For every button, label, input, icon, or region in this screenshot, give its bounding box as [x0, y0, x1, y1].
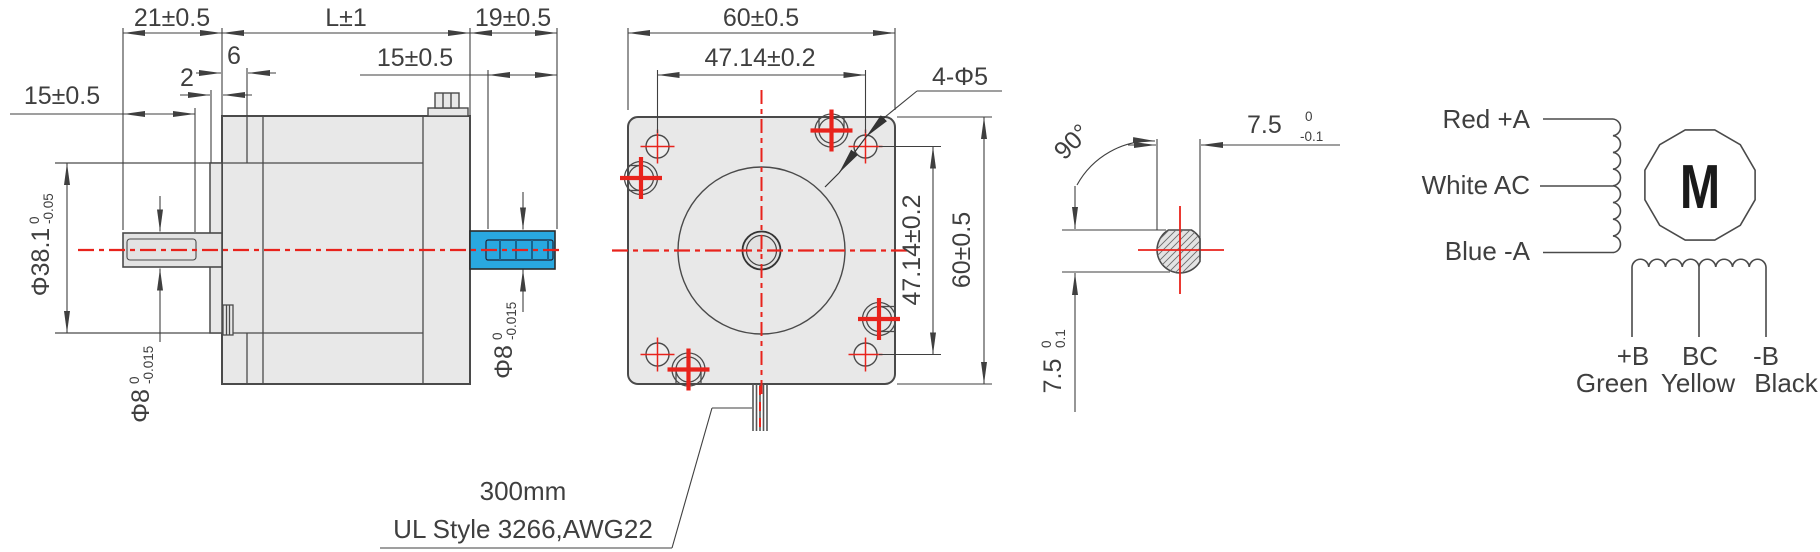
svg-text:-0.05: -0.05 [41, 193, 56, 224]
lead-blue-a: Blue -A [1445, 236, 1531, 266]
cable-spec: UL Style 3266,AWG22 [393, 514, 653, 544]
dim-hole-spacing-h: 47.14±0.2 [704, 44, 815, 72]
mounting-holes [640, 129, 883, 372]
screw-crosshairs [620, 109, 900, 391]
dim-rear-flat-length: 15±0.5 [377, 44, 453, 72]
dim-front-height: 60±0.5 [948, 212, 976, 288]
motor-body-lines [55, 116, 424, 384]
lead-red-a: Red +A [1443, 104, 1531, 134]
color-yellow: Yellow [1661, 368, 1735, 398]
svg-text:Φ8: Φ8 [127, 389, 155, 423]
svg-text:0: 0 [1039, 340, 1054, 348]
dim-flat-width: 7.5 0 -0.1 [1247, 109, 1323, 144]
shaft-cross-section [1156, 229, 1201, 274]
dim-boss-protrusion: 2 [180, 64, 194, 92]
dim-rear-shaft-length: 19±0.5 [475, 4, 551, 32]
side-view: 21±0.5 L±1 19±0.5 15±0.5 15±0.5 6 2 Φ38.… [10, 4, 560, 423]
svg-text:0: 0 [127, 376, 142, 384]
dim-front-flat-length: 15±0.5 [24, 82, 100, 110]
svg-text:0.1: 0.1 [1053, 329, 1068, 348]
terminal-plus-b: +B [1617, 341, 1650, 371]
cable-length: 300mm [480, 476, 567, 506]
dim-hole-spacing-v: 47.14±0.2 [898, 194, 926, 305]
motor-symbol-letter: M [1680, 152, 1720, 221]
wiring-diagram: Red +A White AC Blue -A M +B BC -B Green… [1422, 104, 1819, 398]
dim-rear-shaft-dia: Φ8 0 -0.015 [490, 302, 519, 379]
phase-b-winding [1631, 258, 1767, 337]
phase-a-winding [1540, 118, 1622, 254]
dim-pilot-boss-dia: Φ38.1 0 -0.05 [27, 193, 56, 296]
front-view: 60±0.5 47.14±0.2 4-Φ5 47.14±0.2 60±0.5 [612, 4, 1002, 431]
svg-text:0: 0 [1305, 109, 1313, 124]
mounting-hole-leader [824, 115, 888, 188]
svg-text:-0.015: -0.015 [141, 346, 156, 384]
section-crosshair [1138, 206, 1224, 294]
svg-text:M: M [1680, 152, 1720, 221]
svg-text:Φ8: Φ8 [490, 345, 518, 379]
svg-text:47.14±0.2: 47.14±0.2 [898, 194, 926, 305]
terminal-minus-b: -B [1753, 341, 1779, 371]
lead-white-ac: White AC [1422, 170, 1530, 200]
svg-text:7.5: 7.5 [1039, 359, 1067, 394]
svg-text:-0.015: -0.015 [504, 302, 519, 340]
svg-text:0: 0 [27, 216, 42, 224]
dim-front-shaft-dia: Φ8 0 -0.015 [127, 346, 156, 423]
label-mounting-holes: 4-Φ5 [932, 63, 988, 91]
flange-tab [222, 304, 234, 336]
dim-body-length: L±1 [325, 4, 367, 32]
assembly-screws [620, 109, 900, 391]
dim-flange-thickness: 6 [227, 42, 241, 70]
svg-text:-0.1: -0.1 [1300, 129, 1323, 144]
dim-flat-height: 7.5 0 0.1 [1039, 329, 1068, 393]
svg-text:Φ38.1: Φ38.1 [27, 228, 55, 297]
color-black: Black [1754, 368, 1819, 398]
dim-front-width: 60±0.5 [723, 4, 799, 32]
svg-text:7.5: 7.5 [1247, 111, 1282, 139]
motor-symbol-circle [1644, 129, 1756, 241]
terminal-connector [427, 92, 469, 117]
svg-text:60±0.5: 60±0.5 [948, 212, 976, 288]
dim-front-shaft-length: 21±0.5 [134, 4, 210, 32]
svg-text:0: 0 [490, 332, 505, 340]
color-green: Green [1576, 368, 1648, 398]
lead-wire-bundle [752, 384, 768, 431]
hole-crosshairs [640, 129, 883, 372]
side-view-dimension-lines [10, 28, 558, 342]
terminal-bc: BC [1682, 341, 1718, 371]
section-dimension-lines [1062, 137, 1340, 412]
cable-note: 300mm UL Style 3266,AWG22 [380, 407, 752, 549]
front-view-dimension-lines [627, 28, 1002, 385]
